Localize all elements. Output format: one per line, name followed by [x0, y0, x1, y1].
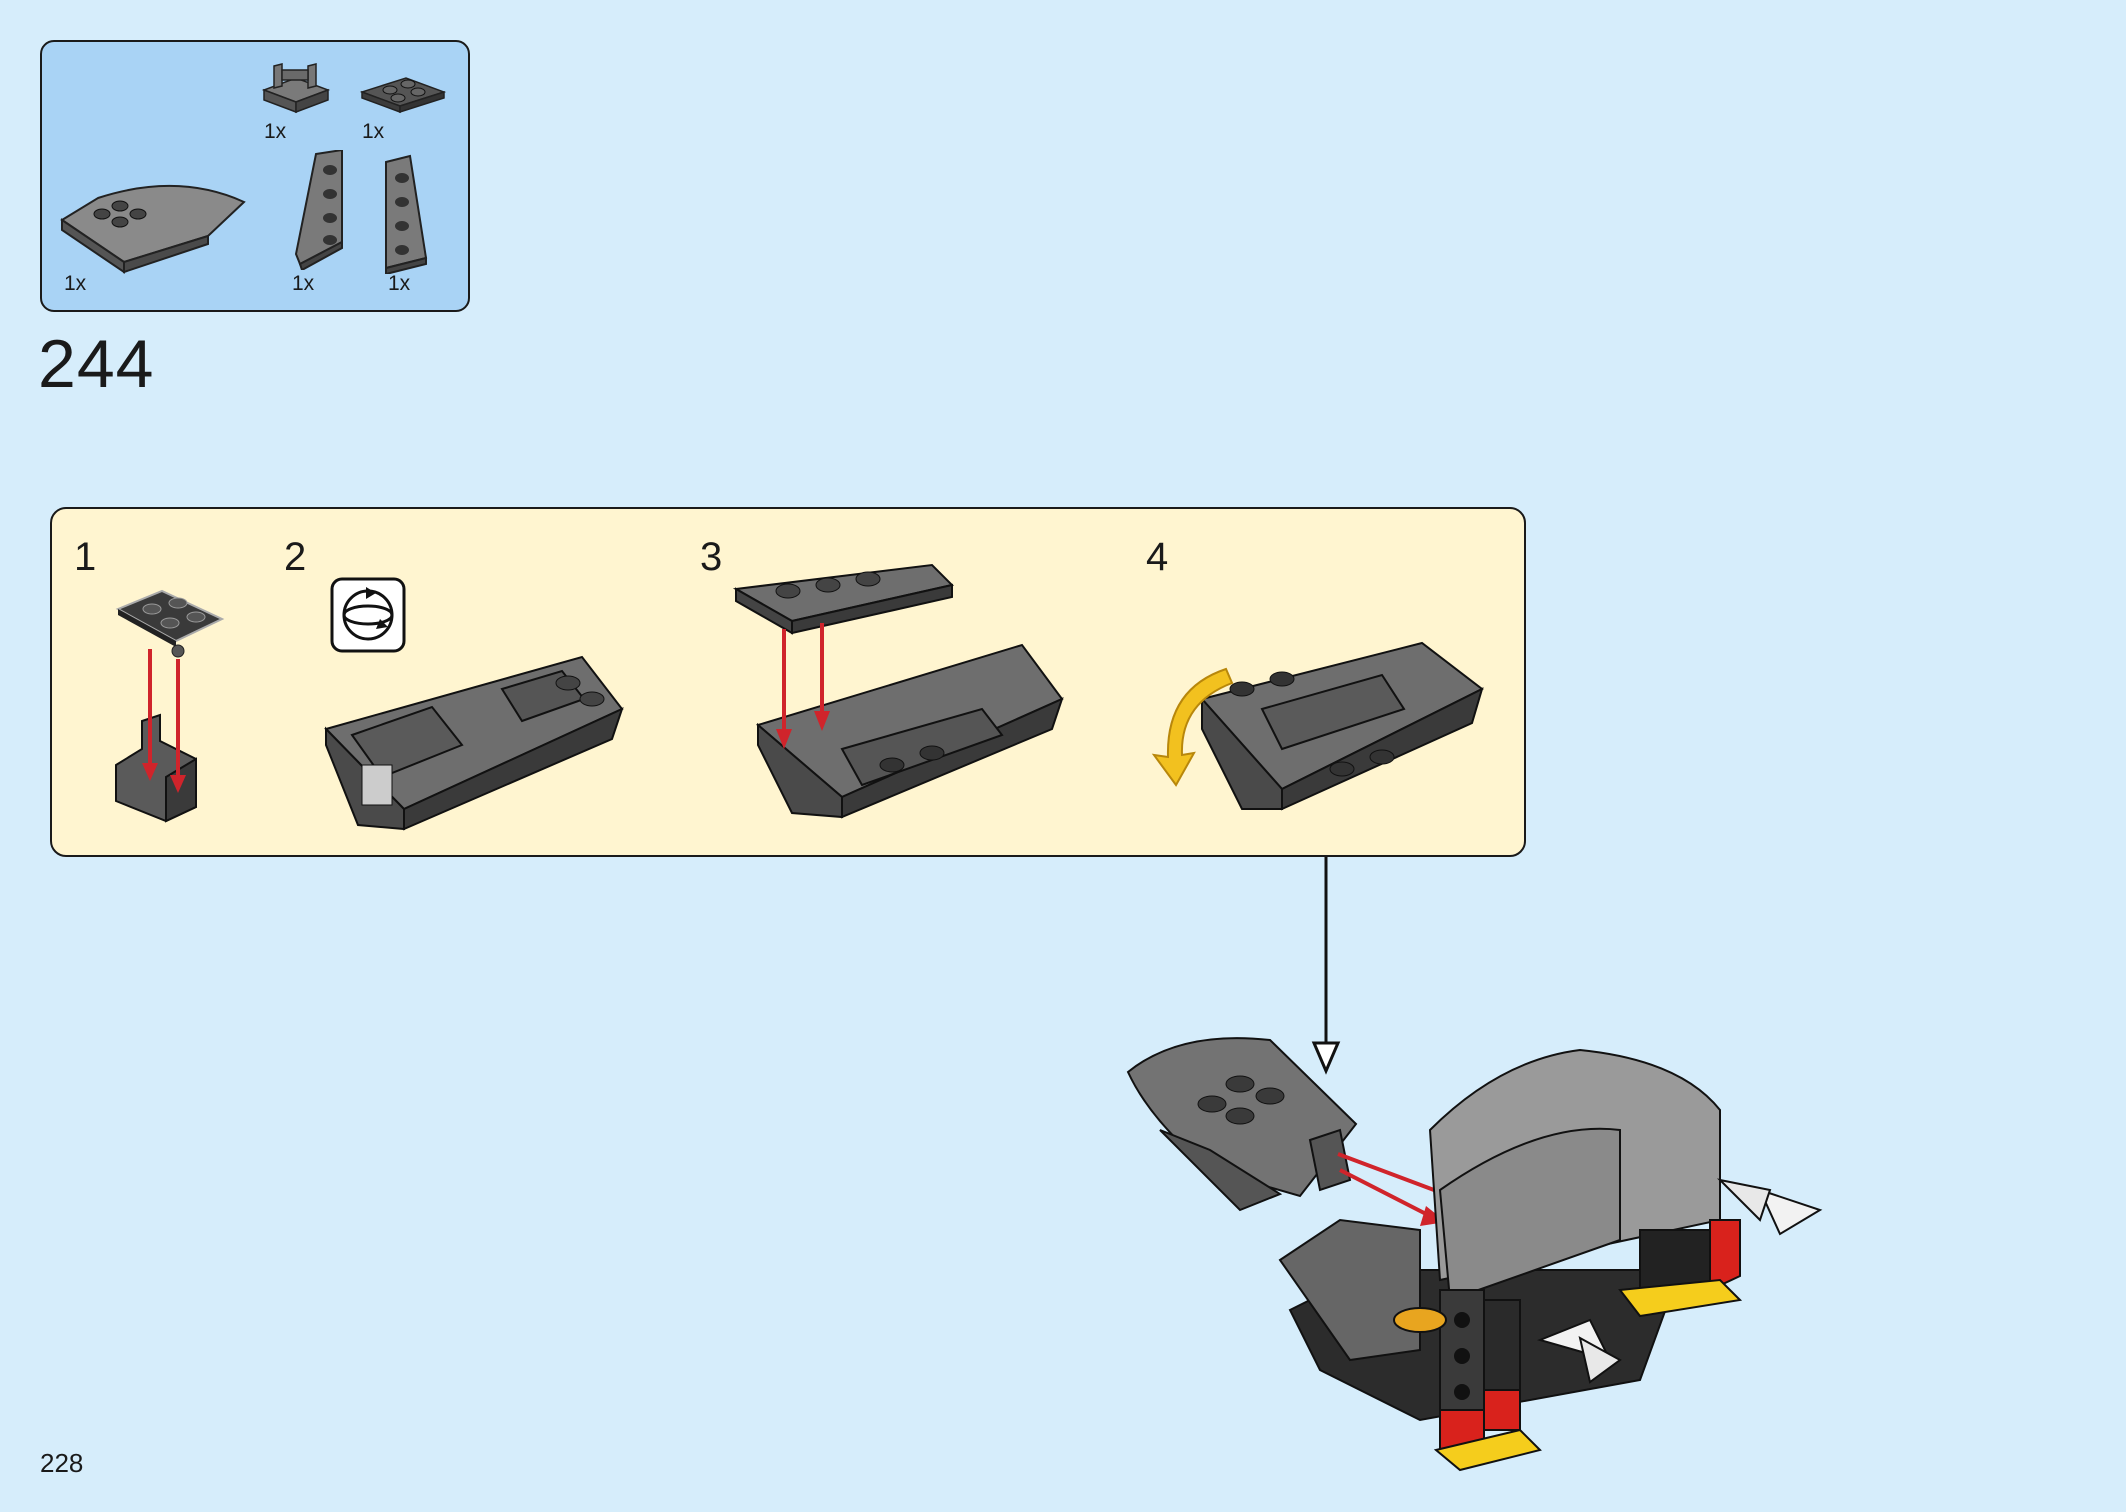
- curved-wedge-part: [60, 184, 246, 274]
- part-qty: 1x: [292, 272, 315, 295]
- substep-4-illustration: [1200, 641, 1484, 811]
- substep-number: 2: [284, 535, 307, 579]
- substep-2-illustration: [324, 655, 624, 831]
- page-number: 228: [40, 1448, 84, 1478]
- rotate-arrow-icon: [1151, 667, 1234, 787]
- substep-number: 4: [1146, 535, 1169, 579]
- model-assembly-illustration: [1126, 1037, 1823, 1472]
- part-qty: 1x: [362, 120, 385, 143]
- substep-1-illustration: [115, 589, 225, 823]
- substep-3-illustration: [732, 563, 1064, 819]
- part-qty: 1x: [264, 120, 287, 143]
- substeps-callout: 1 2 3 4: [50, 507, 1526, 857]
- step-number: 244: [38, 326, 155, 402]
- part-qty: 1x: [64, 272, 87, 295]
- wing-plate-left-part: [294, 150, 343, 270]
- wing-plate-right-part: [385, 154, 428, 274]
- rotate-model-icon: [330, 577, 406, 653]
- plate-with-clip-part: [261, 63, 331, 114]
- substep-number: 1: [74, 535, 97, 579]
- plate-2x2-with-pin-part: [360, 77, 446, 114]
- substep-number: 3: [700, 535, 723, 579]
- parts-list-box: 1x 1x 1x 1x 1x: [40, 40, 470, 312]
- assembly-arrow-icon: [1311, 857, 1341, 1075]
- part-qty: 1x: [388, 272, 411, 295]
